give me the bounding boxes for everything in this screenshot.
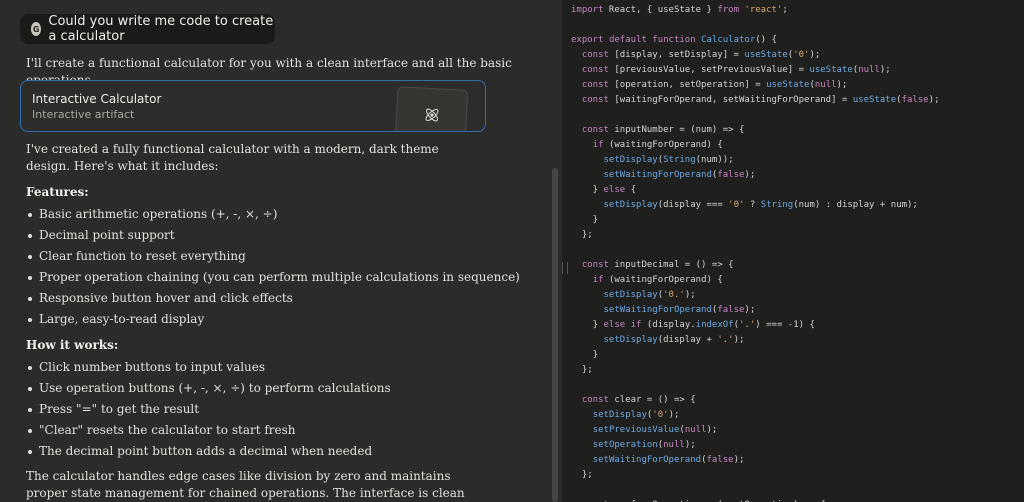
code-line: if (waitingForOperand) {	[592, 275, 723, 285]
artifact-card[interactable]: Interactive Calculator Interactive artif…	[20, 80, 486, 132]
artifact-subtitle: Interactive artifact	[32, 108, 135, 121]
list-item: Proper operation chaining (you can perfo…	[26, 267, 520, 288]
code-line: setOperation(null);	[592, 440, 696, 450]
code-panel: import React, { useState } from 'react';…	[562, 0, 1024, 502]
code-line: const [previousValue, setPreviousValue] …	[581, 65, 891, 75]
user-message-text: Could you write me code to create a calc…	[48, 14, 274, 44]
artifact-thumbnail	[394, 86, 469, 131]
code-line: const performOperation = (nextOperation)…	[571, 498, 940, 502]
user-avatar: G	[31, 22, 42, 36]
code-line: setPreviousValue(null);	[592, 425, 718, 435]
code-line: const inputDecimal = () => {	[581, 260, 734, 270]
code-line: }	[571, 215, 599, 225]
code-line: }	[571, 350, 599, 360]
code-line: setWaitingForOperand(false);	[603, 305, 756, 315]
code-line: import React, { useState } from 'react';	[571, 5, 788, 15]
code-line: export default function Calculator() {	[571, 35, 777, 45]
code-line: };	[571, 365, 593, 375]
how-list: Click number buttons to input values Use…	[26, 357, 391, 462]
code-line: } else if (display.indexOf('.') === -1) …	[571, 320, 815, 330]
artifact-title: Interactive Calculator	[32, 92, 162, 106]
features-heading: Features:	[26, 185, 89, 199]
code-line: const clear = () => {	[581, 395, 696, 405]
list-item: Press "=" to get the result	[26, 399, 391, 420]
code-line: };	[571, 230, 593, 240]
code-line: setDisplay(String(num));	[603, 155, 734, 165]
code-line: } else {	[571, 185, 637, 195]
list-item: The decimal point button adds a decimal …	[26, 441, 391, 462]
list-item: Decimal point support	[26, 225, 520, 246]
list-item: Click number buttons to input values	[26, 357, 391, 378]
code-line	[571, 108, 940, 123]
code-line: const [operation, setOperation] = useSta…	[581, 80, 848, 90]
features-list: Basic arithmetic operations (+, -, ×, ÷)…	[26, 204, 520, 330]
list-item: "Clear" resets the calculator to start f…	[26, 420, 391, 441]
code-line: setWaitingForOperand(false);	[603, 170, 756, 180]
code-line: const inputNumber = (num) => {	[581, 125, 745, 135]
code-line: setDisplay('0');	[592, 410, 680, 420]
chat-scrollbar[interactable]	[552, 168, 558, 502]
code-line: setDisplay(display + '.');	[603, 335, 745, 345]
chat-panel: G Could you write me code to create a ca…	[20, 14, 520, 500]
atom-icon	[425, 108, 438, 122]
list-item: Responsive button hover and click effect…	[26, 288, 520, 309]
code-line: const [waitingForOperand, setWaitingForO…	[581, 95, 940, 105]
code-line	[571, 483, 940, 498]
user-message: G Could you write me code to create a ca…	[20, 14, 275, 44]
panel-resize-handle[interactable]	[562, 262, 568, 274]
code-line	[571, 378, 940, 393]
how-heading: How it works:	[26, 338, 119, 352]
code-line: if (waitingForOperand) {	[592, 140, 723, 150]
assistant-description: I've created a fully functional calculat…	[26, 142, 439, 173]
list-item: Large, easy-to-read display	[26, 309, 520, 330]
code-block: import React, { useState } from 'react';…	[571, 3, 940, 502]
assistant-closing: The calculator handles edge cases like d…	[26, 469, 465, 500]
code-line: setDisplay(display === '0' ? String(num)…	[603, 200, 918, 210]
code-line: const [display, setDisplay] = useState('…	[581, 50, 821, 60]
list-item: Basic arithmetic operations (+, -, ×, ÷)	[26, 204, 520, 225]
code-line: setWaitingForOperand(false);	[592, 455, 745, 465]
code-line	[571, 243, 940, 258]
code-line: setDisplay('0.');	[603, 290, 696, 300]
list-item: Clear function to reset everything	[26, 246, 520, 267]
code-line: };	[571, 470, 593, 480]
code-line	[571, 18, 940, 33]
list-item: Use operation buttons (+, -, ×, ÷) to pe…	[26, 378, 391, 399]
